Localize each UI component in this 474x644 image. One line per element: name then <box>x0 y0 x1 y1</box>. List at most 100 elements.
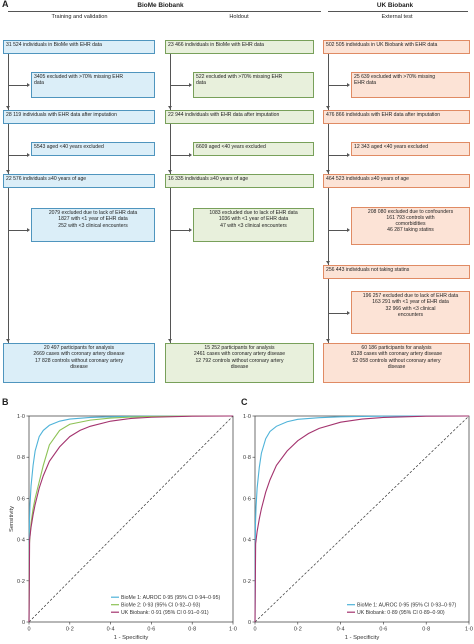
flow-line <box>8 230 28 231</box>
column-title-external: External test <box>381 14 413 20</box>
c-reference-diagonal <box>254 415 470 623</box>
b-x-tick-label: 1·0 <box>229 627 237 633</box>
b-legend-label: UK Biobank: 0·91 (95% CI 0·91–0·91) <box>121 610 209 616</box>
b-y-tick-label: 0·2 <box>17 579 25 585</box>
flow-line <box>170 155 190 156</box>
flow-line <box>8 155 28 156</box>
holdout-step-enrolled: 23 466 individuals in BioMe with EHR dat… <box>165 40 314 54</box>
column-title-holdout: Holdout <box>229 14 249 20</box>
flow-line <box>328 85 348 86</box>
training-step-excluded-age: 5543 aged <40 years excluded <box>31 142 155 156</box>
flow-arrow <box>326 339 331 342</box>
c-y-tick-label: 0·2 <box>243 579 251 585</box>
c-series-2-curve <box>254 415 470 623</box>
b-y-tick-label: 0·8 <box>17 455 25 461</box>
flow-line <box>8 47 9 349</box>
flow-arrow <box>6 106 11 109</box>
holdout-step-age-40: 16 335 individuals ≥40 years of age <box>165 174 314 188</box>
c-x-axis-label: 1 - Specificity <box>345 635 380 641</box>
biome-biobank-title: BioMe Biobank <box>137 2 184 9</box>
flow-arrow <box>347 311 350 315</box>
uk-biobank-title: UK Biobank <box>376 2 414 9</box>
c-x-tick-label: 0·6 <box>379 627 387 633</box>
b-y-tick-label: 0·6 <box>17 496 25 502</box>
b-reference-diagonal <box>28 415 234 623</box>
c-x-tick-label: 0·2 <box>294 627 302 633</box>
external-step-enrolled: 502 505 individuals in UK Biobank with E… <box>323 40 470 54</box>
uk-divider <box>328 11 468 12</box>
c-y-tick-label: 1·0 <box>243 414 251 420</box>
panel-c-letter: C <box>241 397 248 407</box>
external-step-age-40: 464 523 individuals ≥40 years of age <box>323 174 470 188</box>
flow-line <box>328 47 329 349</box>
flow-line <box>328 155 348 156</box>
training-step-age-40: 22 576 individuals ≥40 years of age <box>3 174 155 188</box>
flow-arrow <box>326 261 331 264</box>
b-x-tick-label: 0·6 <box>147 627 155 633</box>
flow-arrow <box>168 339 173 342</box>
external-step-imputed: 476 866 individuals with EHR data after … <box>323 110 470 124</box>
flow-line <box>328 313 348 314</box>
b-x-tick-label: 0·4 <box>107 627 115 633</box>
flow-line <box>170 230 190 231</box>
b-x-tick-label: 0·2 <box>66 627 74 633</box>
flow-arrow <box>6 339 11 342</box>
flow-arrow <box>27 228 30 232</box>
flow-arrow <box>189 153 192 157</box>
flow-arrow <box>189 228 192 232</box>
external-step-excluded-ehr: 196 257 excluded due to lack of EHR data… <box>351 291 470 334</box>
flow-arrow <box>168 170 173 173</box>
b-series-2-curve <box>28 415 233 623</box>
b-y-tick-label: 0 <box>22 620 25 626</box>
c-x-tick-label: 0·8 <box>422 627 430 633</box>
flow-arrow <box>168 106 173 109</box>
b-legend-label: BioMe 2: 0·93 (95% CI 0·92–0·93) <box>121 603 201 609</box>
b-x-axis-label: 1 - Specificity <box>114 635 149 641</box>
external-step-excluded-age: 12 343 aged <40 years excluded <box>351 142 470 156</box>
c-y-tick-label: 0·6 <box>243 496 251 502</box>
c-x-tick-label: 0·4 <box>337 627 345 633</box>
flow-arrow <box>189 83 192 87</box>
flow-line <box>170 85 190 86</box>
flow-arrow <box>326 106 331 109</box>
flow-arrow <box>326 170 331 173</box>
c-legend-label: BioMe 1: AUROC 0·95 (95% CI 0·93–0·97) <box>357 603 456 609</box>
flow-arrow <box>6 170 11 173</box>
b-series-3-curve <box>28 415 234 623</box>
column-title-training: Training and validation <box>51 14 108 20</box>
c-y-tick-label: 0·4 <box>243 538 251 544</box>
flow-line <box>328 230 348 231</box>
biome-divider <box>8 11 321 12</box>
flow-arrow <box>27 153 30 157</box>
c-y-tick-label: 0·8 <box>243 455 251 461</box>
flow-line <box>170 47 171 349</box>
b-legend-label: BioMe 1: AUROC 0·95 (95% CI 0·94–0·95) <box>121 595 220 601</box>
b-x-tick-label: 0·8 <box>188 627 196 633</box>
flow-arrow <box>347 153 350 157</box>
training-step-imputed: 28 119 individuals with EHR data after i… <box>3 110 155 124</box>
flow-arrow <box>347 83 350 87</box>
flow-line <box>8 85 28 86</box>
c-x-tick-label: 1·0 <box>465 627 473 633</box>
b-x-tick-label: 0 <box>27 627 30 633</box>
b-y-tick-label: 0·4 <box>17 538 25 544</box>
c-y-tick-label: 0 <box>248 620 251 626</box>
c-series-1-curve <box>254 415 469 623</box>
panel-b-letter: B <box>2 397 9 407</box>
b-y-axis-label: Sensitivity <box>9 506 15 532</box>
training-step-enrolled: 31 524 individuals in BioMe with EHR dat… <box>3 40 155 54</box>
c-legend-label: UK Biobank: 0·89 (95% CI 0·89–0·90) <box>357 610 445 616</box>
holdout-step-imputed: 22 944 individuals with EHR data after i… <box>165 110 314 124</box>
panel-a-letter: A <box>2 0 9 9</box>
